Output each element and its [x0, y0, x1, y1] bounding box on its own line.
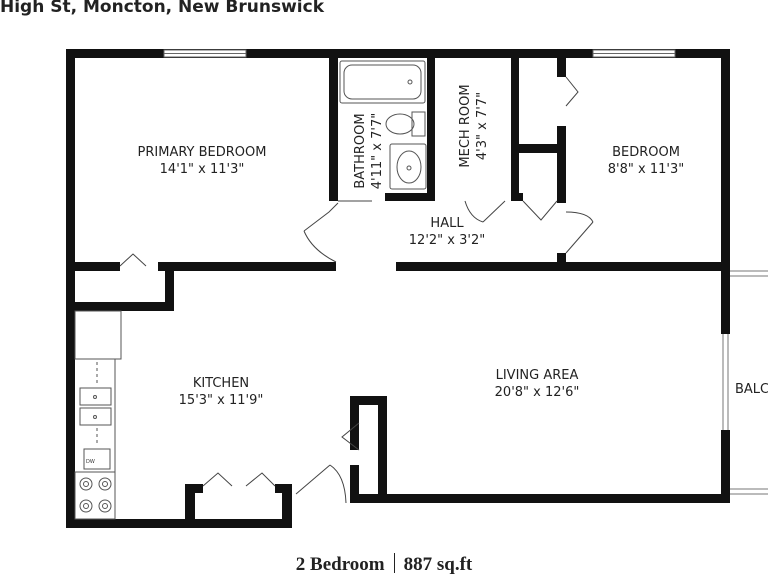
room-dims: 12'2" x 3'2": [408, 233, 486, 248]
fridge: [74, 310, 122, 360]
kitchen-counters: [74, 310, 122, 520]
door-bedroom-arc: [565, 211, 594, 223]
wall-bedroom-closet: [519, 144, 566, 153]
room-name: BEDROOM: [612, 145, 680, 160]
room-bedroom: BEDROOM 8'8" x 11'3": [608, 144, 684, 178]
wall-primary-bath: [329, 49, 338, 201]
wall-primary-bottom-b: [158, 262, 336, 271]
wall-bottom-left: [66, 519, 196, 528]
balcony-door: [722, 270, 768, 495]
wall-closet-right-stub: [275, 484, 292, 493]
door-bedroom: [565, 221, 594, 254]
wall-closet-horizontal: [66, 302, 174, 311]
wall-niche-left-low: [350, 465, 359, 503]
doors: [119, 76, 594, 504]
door-entry-arc: [329, 464, 347, 504]
wall-closet-bottom: [192, 519, 292, 528]
room-name: LIVING AREA: [495, 368, 579, 383]
sink-basin-a: [79, 387, 112, 406]
room-primary-bedroom: PRIMARY BEDROOM 14'1" x 11'3": [138, 144, 267, 178]
wall-right-upper: [721, 49, 730, 334]
wall-top: [66, 49, 730, 58]
door-mech: [482, 200, 506, 223]
room-dims: 4'11" x 7'7": [370, 112, 385, 190]
room-dims: 20'8" x 12'6": [494, 385, 580, 400]
room-name: MECH ROOM: [458, 84, 473, 168]
unit-summary: 2 Bedroom 887 sq.ft: [0, 553, 768, 576]
room-dims: 14'1" x 11'3": [159, 162, 245, 177]
wall-mech-bottom-stub: [511, 193, 523, 201]
dishwasher: [83, 448, 111, 470]
summary-divider: [393, 553, 395, 573]
door-primary: [303, 202, 339, 232]
door-entry: [295, 464, 331, 495]
wall-left: [66, 49, 75, 528]
wall-closet-left: [185, 484, 195, 528]
room-name: KITCHEN: [192, 376, 250, 391]
toilet-bowl: [385, 113, 415, 135]
room-name: BATHROOM: [353, 113, 368, 189]
door-kitchen-closet-a: [202, 472, 233, 487]
sink-basin-b: [79, 407, 112, 426]
room-name: PRIMARY BEDROOM: [137, 145, 267, 160]
door-hall-closet: [522, 200, 558, 221]
room-dims: 8'8" x 11'3": [607, 162, 685, 177]
door-kitchen-closet-b: [245, 472, 276, 487]
dishwasher-label: DW: [86, 459, 95, 465]
room-mech: MECH ROOM 4'3" x 7'7": [457, 84, 491, 167]
bathtub-drain: [407, 79, 413, 85]
bath-fixtures: [339, 60, 427, 190]
square-footage: 887 sq.ft: [403, 554, 473, 575]
room-name: HALL: [430, 216, 464, 231]
sink-drain: [406, 165, 412, 171]
door-mech-arc: [464, 200, 484, 223]
sink: [396, 150, 422, 184]
burner-3: [79, 499, 93, 513]
room-hall: HALL 12'2" x 3'2": [409, 215, 485, 249]
wall-bedroom-left-bottom: [557, 253, 566, 270]
bathtub: [339, 60, 426, 104]
door-bedroom-closet: [565, 76, 579, 107]
toilet-tank: [411, 111, 426, 137]
burner-2: [98, 477, 112, 491]
wall-right-lower: [721, 430, 730, 503]
door-primary-arc: [303, 230, 337, 263]
wall-bedroom-left-top: [557, 49, 566, 77]
bedroom-count: 2 Bedroom: [295, 554, 385, 575]
room-dims: 4'3" x 7'7": [475, 91, 490, 161]
wall-niche-right: [378, 396, 387, 503]
wall-bath-mech: [427, 49, 435, 201]
burner-1: [79, 477, 93, 491]
wall-closet-vertical: [165, 262, 174, 311]
stove: [74, 471, 116, 520]
wall-closet-right: [282, 484, 292, 528]
door-niche: [341, 422, 360, 451]
wall-bottom-right: [350, 494, 730, 503]
bathtub-inner: [343, 64, 422, 100]
balcony-label: BALC: [735, 382, 768, 397]
wall-living-top: [396, 262, 730, 271]
wall-closet-left-stub: [185, 484, 203, 493]
room-kitchen: KITCHEN 15'3" x 11'9": [179, 375, 264, 409]
room-living-area: LIVING AREA 20'8" x 12'6": [495, 367, 580, 401]
door-primary-closet: [119, 253, 147, 267]
wall-mech-right: [511, 49, 519, 201]
walls: [66, 49, 730, 528]
room-bathroom: BATHROOM 4'11" x 7'7": [352, 113, 386, 189]
wall-bedroom-left-mid: [557, 126, 566, 203]
property-address: High St, Moncton, New Brunswick: [0, 0, 325, 17]
wall-niche-left: [350, 396, 359, 450]
room-dims: 15'3" x 11'9": [178, 393, 264, 408]
wall-bath-bottom: [385, 193, 435, 201]
vanity: [389, 143, 427, 190]
burner-4: [98, 499, 112, 513]
wall-niche-top: [350, 396, 386, 405]
wall-primary-bottom-a: [66, 262, 120, 271]
